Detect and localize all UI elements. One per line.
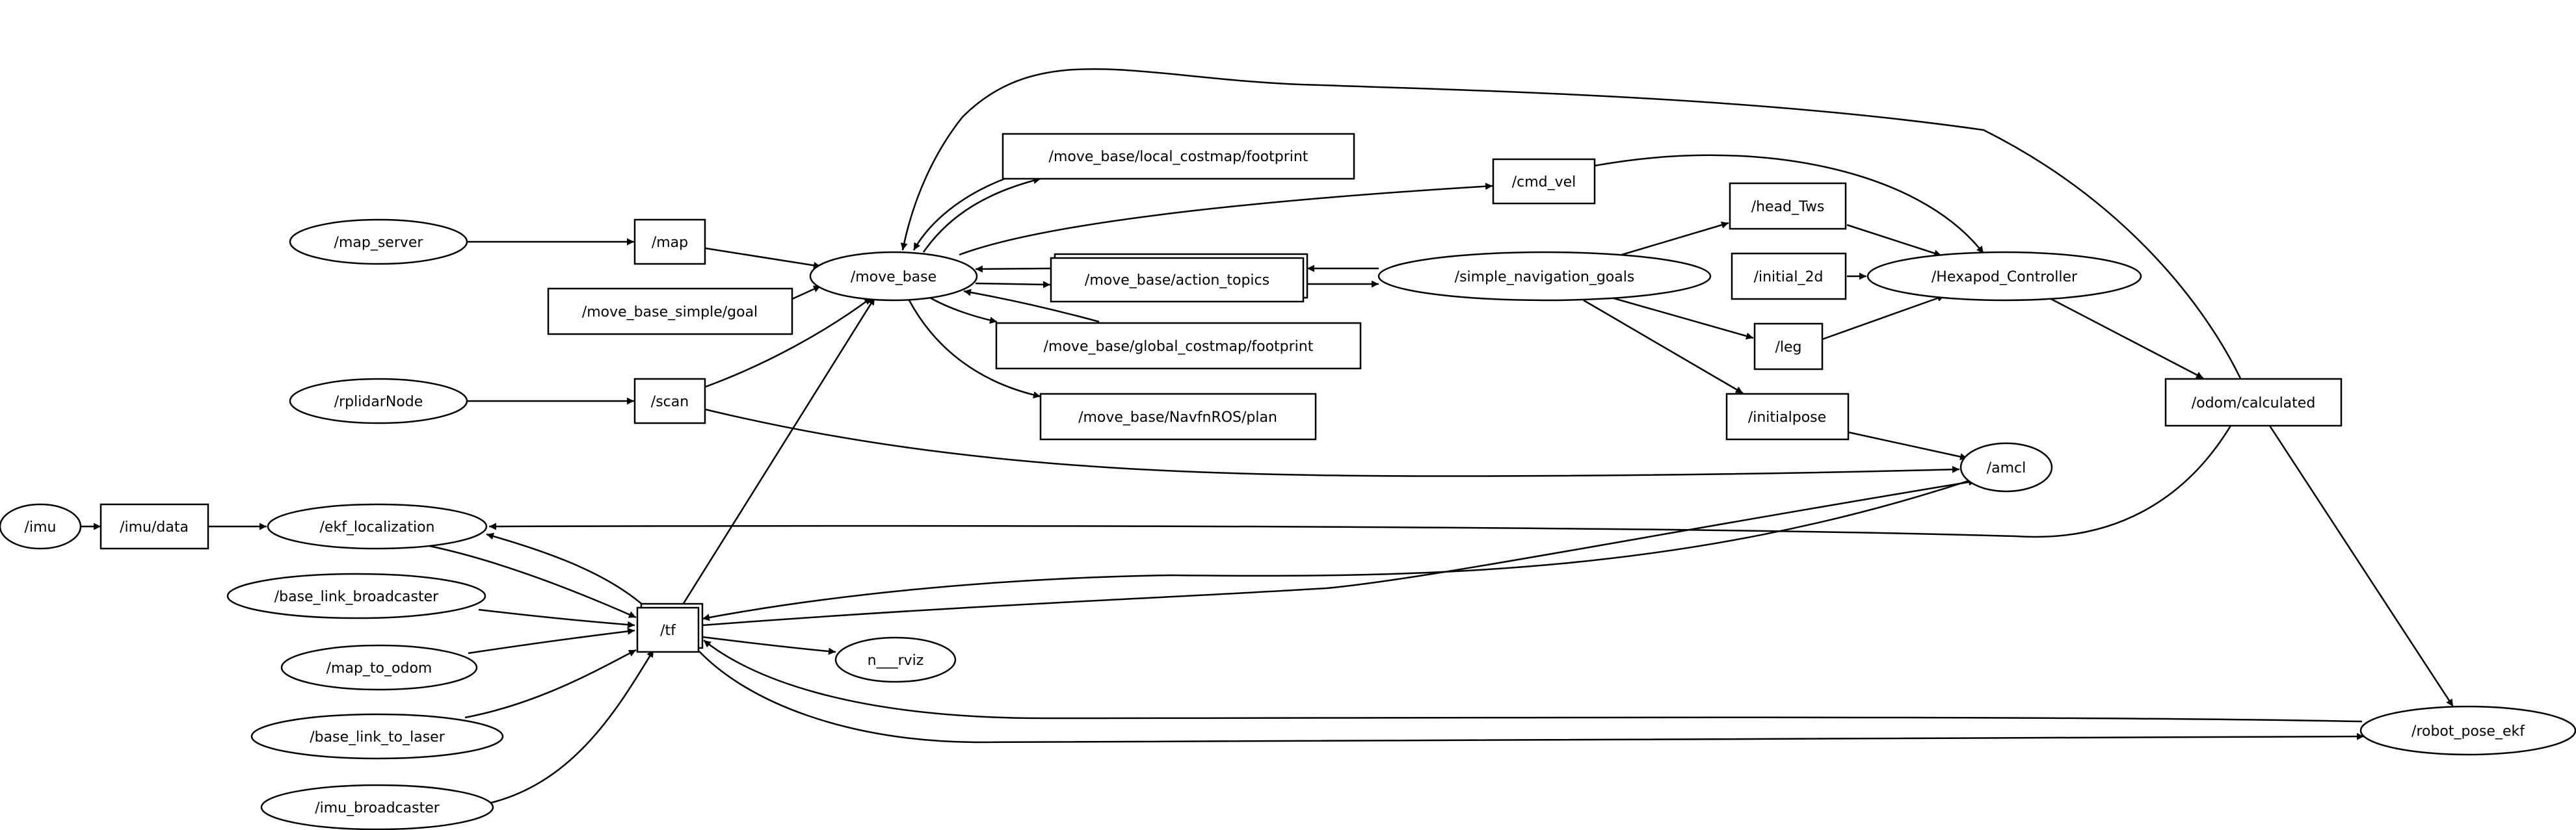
edge-scan-to-move-base [705, 296, 872, 388]
node-base-link-broadcaster[interactable]: /base_link_broadcaster [226, 573, 486, 619]
node-label: /map_server [334, 235, 424, 251]
topic-label: /tf [660, 623, 676, 639]
edge-mbsg-to-move-base [791, 285, 821, 300]
node-label: /amcl [1987, 460, 2026, 476]
topic-action-topics[interactable]: /move_base/action_topics [1050, 253, 1308, 303]
edge-sng-to-head [1619, 221, 1729, 257]
edge-ekf-to-tf [429, 545, 637, 619]
edge-odom-to-rpe [2268, 425, 2454, 707]
node-robot-pose-ekf[interactable]: /robot_pose_ekf [2359, 705, 2576, 756]
edge-hex-to-odom [2048, 296, 2204, 380]
edge-move-base-to-cmd-vel [959, 183, 1493, 256]
topic-label: /initialpose [1748, 409, 1826, 426]
node-label: /simple_navigation_goals [1455, 269, 1635, 285]
edge-imub-to-tf [482, 649, 655, 806]
nodes: /imu /imu/data /ekf_localization /base_l… [0, 133, 2576, 830]
topic-head-tws[interactable]: /head_Tws [1729, 182, 1847, 230]
edge-tf-to-ekf [486, 532, 644, 606]
node-imu-broadcaster[interactable]: /imu_broadcaster [260, 784, 494, 830]
node-label: /imu_broadcaster [315, 800, 440, 816]
edge-move-base-to-plan [908, 300, 1041, 398]
topic-label: /odom/calculated [2192, 395, 2316, 411]
node-hexapod-controller[interactable]: /Hexapod_Controller [1866, 251, 2142, 302]
node-ekf-localization[interactable]: /ekf_localization [267, 503, 488, 550]
node-label: /base_link_broadcaster [274, 589, 439, 605]
topic-label: /initial_2d [1754, 269, 1824, 285]
edge-tf-to-move-base [682, 297, 876, 605]
topic-label: /cmd_vel [1512, 174, 1576, 190]
node-imu[interactable]: /imu [0, 503, 82, 550]
edge-gcf-to-move-base [963, 289, 1100, 323]
edge-odom-to-move-base [900, 68, 2242, 379]
topic-initialpose[interactable]: /initialpose [1725, 393, 1850, 441]
node-label: /Hexapod_Controller [1932, 269, 2078, 285]
topic-initial-2d[interactable]: /initial_2d [1731, 252, 1847, 300]
node-rplidar[interactable]: /rplidarNode [289, 378, 468, 424]
node-move-base[interactable]: /move_base [809, 251, 978, 302]
topic-move-base-simple-goal[interactable]: /move_base_simple/goal [547, 287, 793, 335]
edge-cmd-vel-to-hex [1594, 154, 1984, 254]
edge-sng-to-leg [1611, 296, 1754, 340]
node-simple-navigation-goals[interactable]: /simple_navigation_goals [1377, 251, 1712, 302]
node-label: /base_link_to_laser [310, 729, 445, 746]
node-label: /move_base [851, 269, 936, 285]
node-label: /ekf_localization [320, 519, 435, 536]
topic-global-costmap-footprint[interactable]: /move_base/global_costmap/footprint [995, 322, 1362, 370]
topic-label: /imu/data [120, 519, 189, 536]
node-label: /map_to_odom [326, 660, 432, 677]
node-map-to-odom[interactable]: /map_to_odom [280, 644, 478, 691]
node-label: n___rviz [868, 653, 924, 669]
edge-initpose-to-amcl [1848, 431, 1968, 461]
topic-label: /move_base_simple/goal [582, 304, 758, 320]
node-rviz[interactable]: n___rviz [834, 636, 957, 683]
topic-label: /move_base/local_costmap/footprint [1049, 149, 1308, 165]
node-amcl[interactable]: /amcl [1959, 442, 2053, 493]
edge-tf-to-amcl [702, 478, 1976, 627]
topic-navfn-plan[interactable]: /move_base/NavfnROS/plan [1039, 393, 1317, 441]
topic-label: /map [652, 235, 688, 251]
topic-imu-data[interactable]: /imu/data [100, 503, 209, 550]
topic-label: /move_base/action_topics [1085, 272, 1269, 289]
edge-sng-to-initpose [1583, 299, 1744, 395]
topic-label: /move_base/NavfnROS/plan [1078, 409, 1277, 426]
edge-blb-to-tf [478, 608, 635, 629]
edge-lcf-to-move-base [912, 177, 1005, 251]
topic-tf[interactable]: /tf [636, 603, 704, 653]
edge-at-to-move-base [975, 265, 1051, 273]
edge-m2o-to-tf [468, 627, 635, 655]
node-label: /robot_pose_ekf [2411, 723, 2525, 740]
topic-label: /leg [1775, 339, 1801, 356]
edge-rpe-to-tf [703, 640, 2363, 723]
topic-local-costmap-footprint[interactable]: /move_base/local_costmap/footprint [1002, 133, 1355, 180]
edge-tf-to-rviz [702, 636, 836, 655]
topic-map[interactable]: /map [633, 218, 706, 265]
node-base-link-to-laser[interactable]: /base_link_to_laser [250, 713, 504, 760]
edge-odom-to-ekf [488, 425, 2232, 538]
edge-move-base-to-at [975, 281, 1051, 289]
edge-leg-to-hex [1822, 294, 1945, 341]
topic-scan[interactable]: /scan [633, 378, 706, 424]
edge-bl2l-to-tf [464, 649, 637, 719]
topic-odom-calculated[interactable]: /odom/calculated [2164, 378, 2343, 427]
edge-amcl-to-tf [702, 480, 1969, 621]
topic-label: /move_base/global_costmap/footprint [1044, 339, 1314, 355]
topic-cmd-vel[interactable]: /cmd_vel [1492, 158, 1596, 205]
node-map-server[interactable]: /map_server [289, 218, 468, 265]
edge-scan-to-amcl [705, 408, 1960, 477]
edge-map-to-move-base [705, 247, 821, 269]
topic-label: /scan [651, 394, 689, 410]
edge-move-base-to-lcf [922, 177, 1041, 253]
node-label: /imu [25, 519, 57, 536]
edge-head-to-hex [1846, 224, 1942, 257]
node-label: /rplidarNode [334, 394, 423, 410]
edge-move-base-to-gcf [929, 296, 998, 324]
topic-label: /head_Tws [1751, 199, 1825, 215]
topic-leg[interactable]: /leg [1753, 322, 1824, 370]
